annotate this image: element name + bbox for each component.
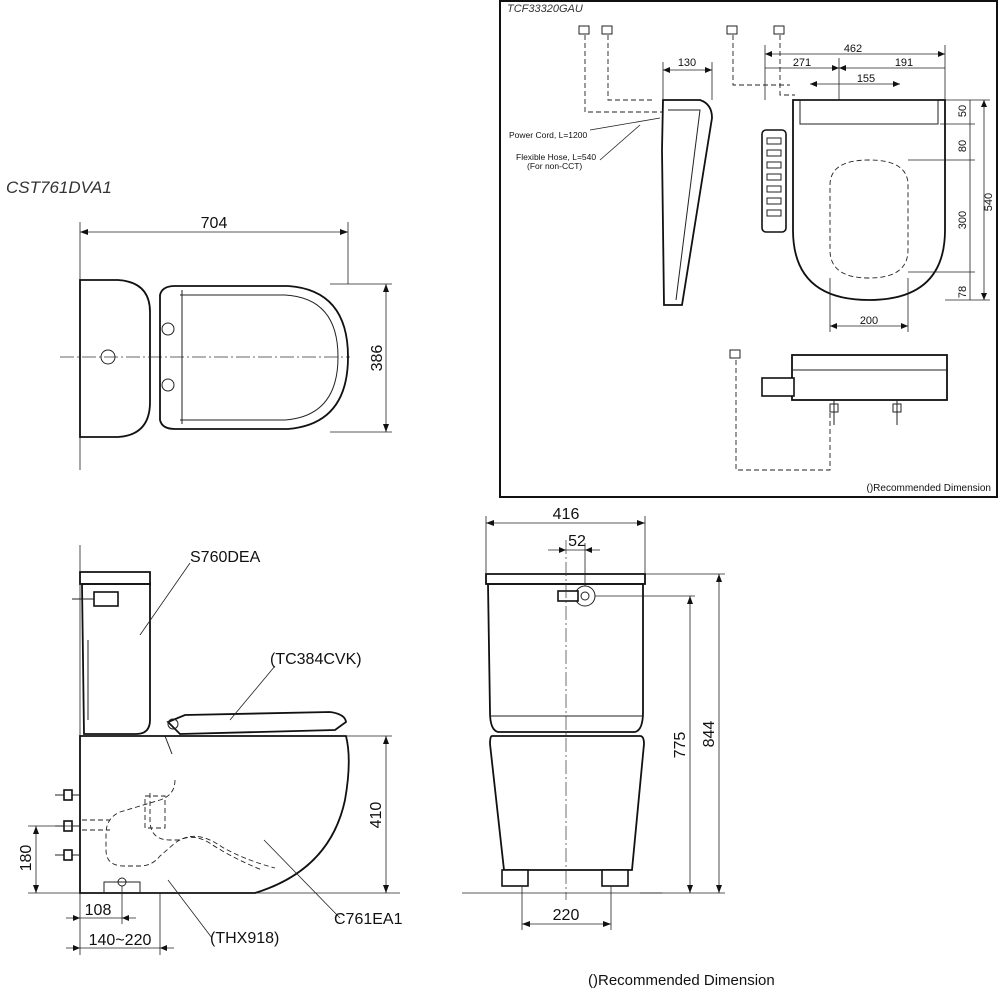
dim-52: 52 <box>568 533 586 550</box>
dim-130: 130 <box>678 57 696 69</box>
dim-775: 775 <box>672 732 689 759</box>
dim-180: 180 <box>18 845 35 872</box>
inset-seat-top <box>792 99 946 301</box>
plug-icon <box>601 25 613 35</box>
side-tank <box>81 583 151 735</box>
dim-155: 155 <box>857 73 875 85</box>
dim-844: 844 <box>701 721 718 748</box>
dim-80: 80 <box>957 140 969 152</box>
seat-label: (TC384CVK) <box>270 651 362 668</box>
dim-50: 50 <box>957 105 969 117</box>
dim-220: 220 <box>553 907 580 924</box>
plan-tank-outline <box>79 279 151 438</box>
dim-386: 386 <box>369 345 386 372</box>
front-bowl <box>489 735 645 871</box>
adaptor-label: (THX918) <box>210 930 279 947</box>
dim-410: 410 <box>368 802 385 829</box>
side-bowl <box>79 735 350 894</box>
power-cord-label: Power Cord, L=1200 <box>509 130 587 140</box>
hinge-icon <box>161 378 175 392</box>
dim-300: 300 <box>957 211 969 229</box>
dim-108: 108 <box>85 902 112 919</box>
dim-416: 416 <box>553 506 580 523</box>
plan-seat-outline <box>159 285 349 430</box>
plug-icon <box>578 25 590 35</box>
remote-control <box>761 129 787 233</box>
inset-note: ()Recommended Dimension <box>867 483 992 494</box>
model-title: CST761DVA1 <box>6 178 112 197</box>
side-view: S760DEA (TC384CVK) C761EA1 (THX918) 410 … <box>18 545 403 955</box>
plug-icon <box>729 349 741 359</box>
front-view: 416 52 775 844 220 <box>462 506 725 930</box>
inset-seat-front <box>791 354 948 401</box>
dim-540: 540 <box>983 193 995 211</box>
bowl-label: C761EA1 <box>334 911 403 928</box>
footnote: ()Recommended Dimension <box>588 972 775 989</box>
flexible-hose-label: Flexible Hose, L=540 <box>516 152 596 162</box>
inset-panel: TCF33320GAU 130 Power Cord, L=1200 Flexi… <box>499 0 998 498</box>
plug-icon <box>726 25 738 35</box>
hinge-icon <box>161 322 175 336</box>
dim-200: 200 <box>860 315 878 327</box>
front-tank <box>487 583 644 733</box>
dim-140-220: 140~220 <box>89 932 152 949</box>
plan-view: 704 386 <box>60 215 392 470</box>
inset-model: TCF33320GAU <box>507 3 583 15</box>
non-cct-label: (For non-CCT) <box>527 161 582 171</box>
dim-78: 78 <box>957 286 969 298</box>
tank-label: S760DEA <box>190 549 261 566</box>
dim-191: 191 <box>895 57 913 69</box>
dim-704: 704 <box>201 215 228 232</box>
plug-icon <box>773 25 785 35</box>
side-seat <box>166 711 347 735</box>
dim-462: 462 <box>844 43 862 55</box>
dim-271: 271 <box>793 57 811 69</box>
